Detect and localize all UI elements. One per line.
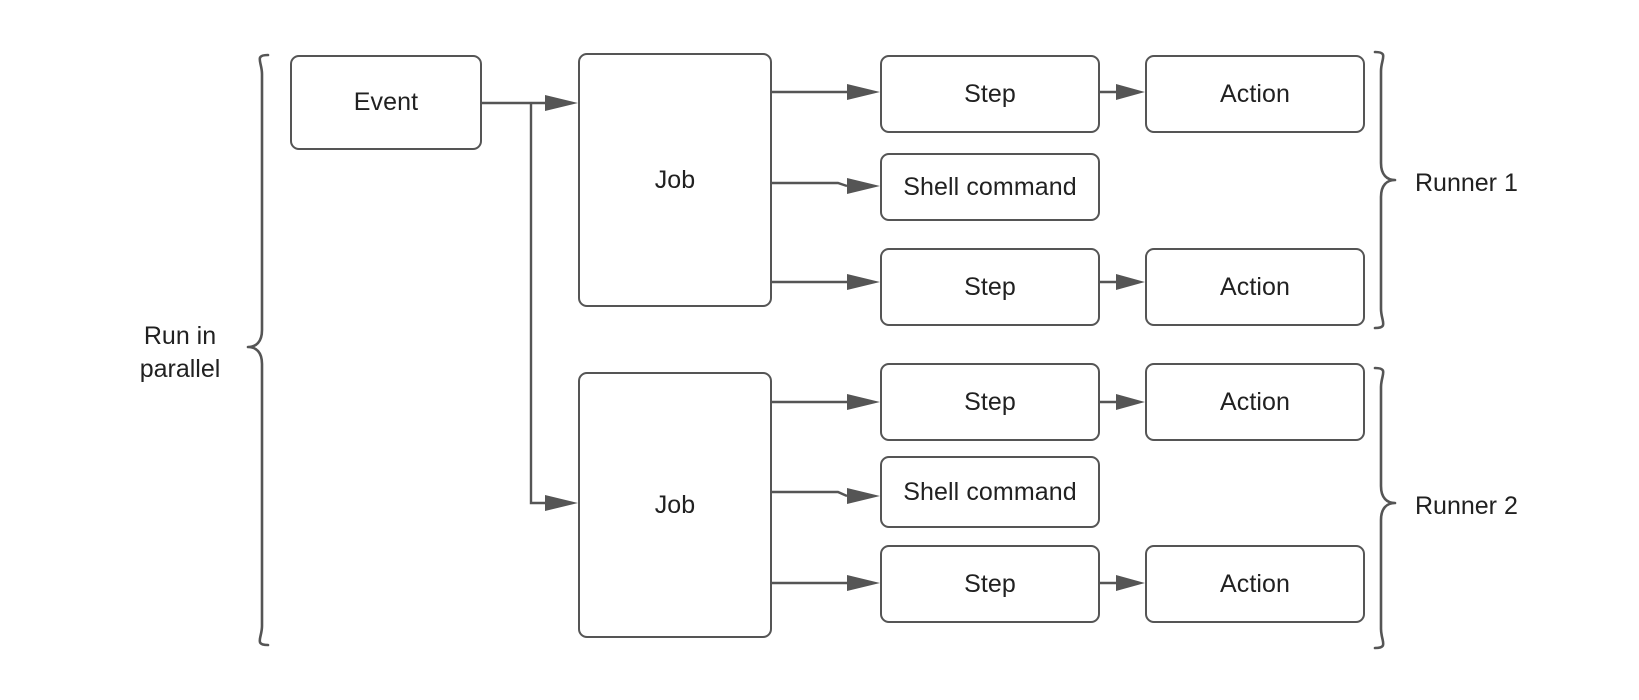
node-step-g2-r1-label: Step [964, 387, 1016, 416]
node-action-g1-r3-label: Action [1219, 272, 1291, 301]
arrowhead-step1-to-action1 [1116, 84, 1145, 100]
node-action-g2-r1[interactable]: Action [1145, 363, 1365, 441]
brace-run-in-parallel [246, 53, 270, 647]
arrowhead-step4-to-action4 [1116, 575, 1145, 591]
node-step-g2-r1[interactable]: Step [880, 363, 1100, 441]
arrowhead-event-to-job2 [545, 495, 578, 511]
label-run-in-parallel: Run in parallel [139, 322, 221, 383]
node-shell-command-g1[interactable]: Shell command [880, 153, 1100, 221]
arrowhead-job1-to-step2 [847, 274, 880, 290]
node-job-1-label: Job [654, 165, 696, 194]
arrowhead-step2-to-action2 [1116, 274, 1145, 290]
node-job-1[interactable]: Job [578, 53, 772, 307]
arrowhead-job1-to-step1 [847, 84, 880, 100]
node-shell-command-g2[interactable]: Shell command [880, 456, 1100, 528]
node-action-g1-r1[interactable]: Action [1145, 55, 1365, 133]
label-runner-2: Runner 2 [1415, 492, 1518, 520]
brace-runner-2 [1373, 366, 1397, 650]
label-runner-1: Runner 1 [1415, 169, 1518, 197]
node-step-g1-r3-label: Step [964, 272, 1016, 301]
node-job-2[interactable]: Job [578, 372, 772, 638]
arrowhead-event-to-job1 [545, 95, 578, 111]
node-action-g1-r1-label: Action [1219, 79, 1291, 108]
edge-event-branch-to-job2 [529, 103, 545, 505]
node-step-g2-r3[interactable]: Step [880, 545, 1100, 623]
node-job-2-label: Job [654, 490, 696, 519]
brace-runner-1 [1373, 50, 1397, 330]
node-action-g2-r3[interactable]: Action [1145, 545, 1365, 623]
node-step-g1-r3[interactable]: Step [880, 248, 1100, 326]
node-step-g1-r1[interactable]: Step [880, 55, 1100, 133]
node-step-g1-r1-label: Step [964, 79, 1016, 108]
arrowhead-step3-to-action3 [1116, 394, 1145, 410]
arrowhead-job1-to-shell [847, 178, 880, 194]
node-shell-command-g1-label: Shell command [903, 172, 1077, 201]
node-shell-command-g2-label: Shell command [903, 477, 1077, 506]
node-action-g2-r3-label: Action [1219, 569, 1291, 598]
node-event[interactable]: Event [290, 55, 482, 150]
edge-job2-to-shell2 [772, 490, 848, 498]
node-action-g1-r3[interactable]: Action [1145, 248, 1365, 326]
arrowhead-job2-to-step4 [847, 575, 880, 591]
arrowhead-job2-to-shell2 [847, 488, 880, 504]
node-action-g2-r1-label: Action [1219, 387, 1291, 416]
node-step-g2-r3-label: Step [964, 569, 1016, 598]
edge-job1-to-shell [772, 181, 848, 188]
arrowhead-job2-to-step3 [847, 394, 880, 410]
node-event-label: Event [353, 88, 419, 117]
